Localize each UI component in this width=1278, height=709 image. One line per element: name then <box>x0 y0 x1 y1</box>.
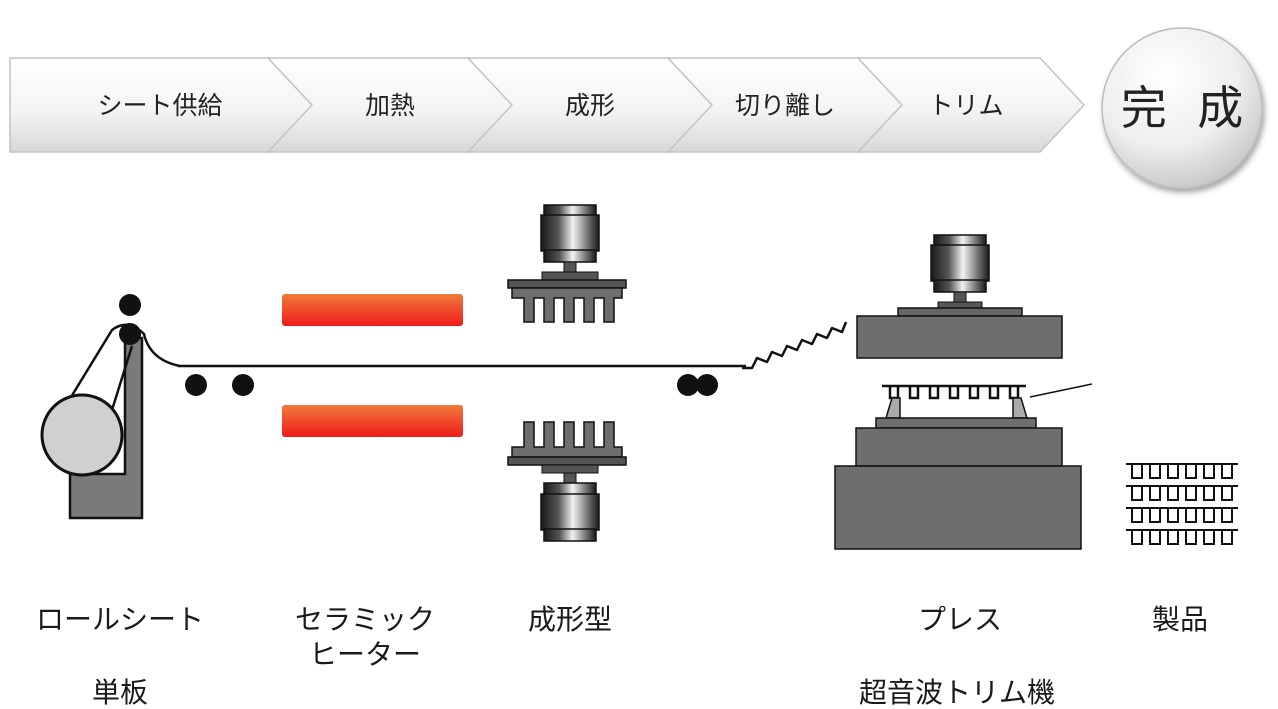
step-label-5: トリム <box>928 91 1003 120</box>
caption-press: プレス <box>917 603 1002 636</box>
mold-bottom <box>507 421 627 542</box>
trim-pointer <box>1029 383 1093 398</box>
sheet-roll <box>40 393 124 477</box>
exit-roller-2 <box>696 374 718 396</box>
exit-roller-1 <box>677 374 699 396</box>
pinch-roller-top <box>119 294 141 316</box>
completion-badge: 完 成 <box>1101 27 1263 189</box>
heater-top <box>282 294 463 326</box>
step-chevron-5 <box>856 57 1086 153</box>
step-label-4: 切り離し <box>735 91 835 120</box>
trim-base <box>834 465 1082 550</box>
step-label-1: シート供給 <box>97 91 222 120</box>
caption-roll-sheet: ロールシート <box>35 603 204 636</box>
product-stack <box>1126 463 1238 545</box>
mold-top <box>507 204 627 323</box>
guide-roller-2 <box>232 374 254 396</box>
caption-ultrasonic-trim: 超音波トリム機 <box>858 676 1055 709</box>
press-upper-plate <box>856 315 1063 359</box>
heater-bottom <box>282 405 463 437</box>
feeder-stand <box>68 336 144 520</box>
press-machine <box>856 234 1063 359</box>
caption-ceramic-heater-2: ヒーター <box>308 638 421 671</box>
formed-sheet-strip <box>742 321 848 370</box>
step-label-3: 成形 <box>565 91 615 120</box>
caption-single-plate: 単板 <box>91 676 148 709</box>
sheet-wrap <box>55 323 181 421</box>
completion-label: 完 成 <box>1121 81 1252 135</box>
caption-mold: 成形型 <box>527 603 612 636</box>
caption-ceramic-heater-1: セラミック <box>294 603 435 636</box>
caption-product: 製品 <box>1151 603 1208 636</box>
guide-roller-1 <box>185 374 207 396</box>
roll-sheet-feeder <box>40 294 181 520</box>
trim-machine <box>834 383 1093 550</box>
formed-part <box>882 384 1026 400</box>
process-bar: シート供給 加熱 成形 切り離し トリム <box>9 57 1086 153</box>
step-label-2: 加熱 <box>365 91 415 120</box>
pinch-roller-bottom <box>119 323 141 345</box>
